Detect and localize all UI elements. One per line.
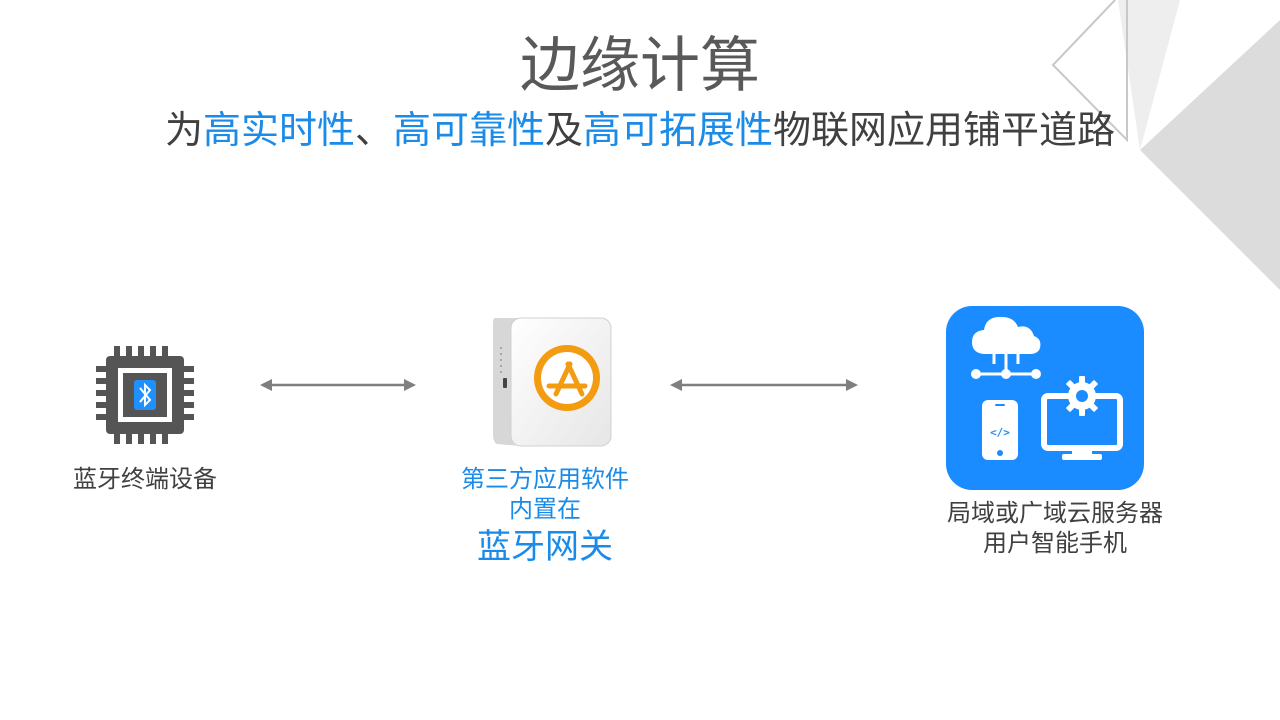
gateway-label-line3: 蓝牙网关 [477,527,613,567]
subtitle-separator: 及 [545,108,584,152]
svg-text:</>: </> [990,426,1010,439]
subtitle-suffix: 物联网应用铺平道路 [773,108,1116,152]
monitor-gear-icon [1041,376,1123,460]
connector-arrow-right [670,379,858,391]
server-phone-tile: </> [946,306,1144,490]
smartphone-code-icon: </> [982,400,1018,460]
subtitle-separator: 、 [354,108,393,152]
page-title: 边缘计算 [520,31,760,101]
gateway-label: 第三方应用软件 内置在 蓝牙网关 [420,464,670,570]
gateway-label-line2: 内置在 [509,495,581,523]
connector-arrow-left [260,379,416,391]
subtitle-prefix: 为 [164,108,203,152]
gateway-device-icon [493,317,612,447]
server-label: 局域或广域云服务器 用户智能手机 [910,498,1200,558]
subtitle-highlight-realtime: 高实时性 [202,108,355,152]
app-store-icon [534,345,600,411]
subtitle-highlight-scalability: 高可拓展性 [583,108,774,152]
subtitle-highlight-reliability: 高可靠性 [392,108,545,152]
cloud-network-icon [971,316,1041,379]
page-subtitle: 为高实时性、高可靠性及高可拓展性物联网应用铺平道路 [0,104,1280,156]
server-label-line1: 局域或广域云服务器 [947,499,1163,527]
gateway-label-line1: 第三方应用软件 [461,465,629,493]
server-label-line2: 用户智能手机 [983,529,1127,557]
terminal-device-label: 蓝牙终端设备 [73,465,217,493]
bluetooth-chip-icon [96,346,194,444]
